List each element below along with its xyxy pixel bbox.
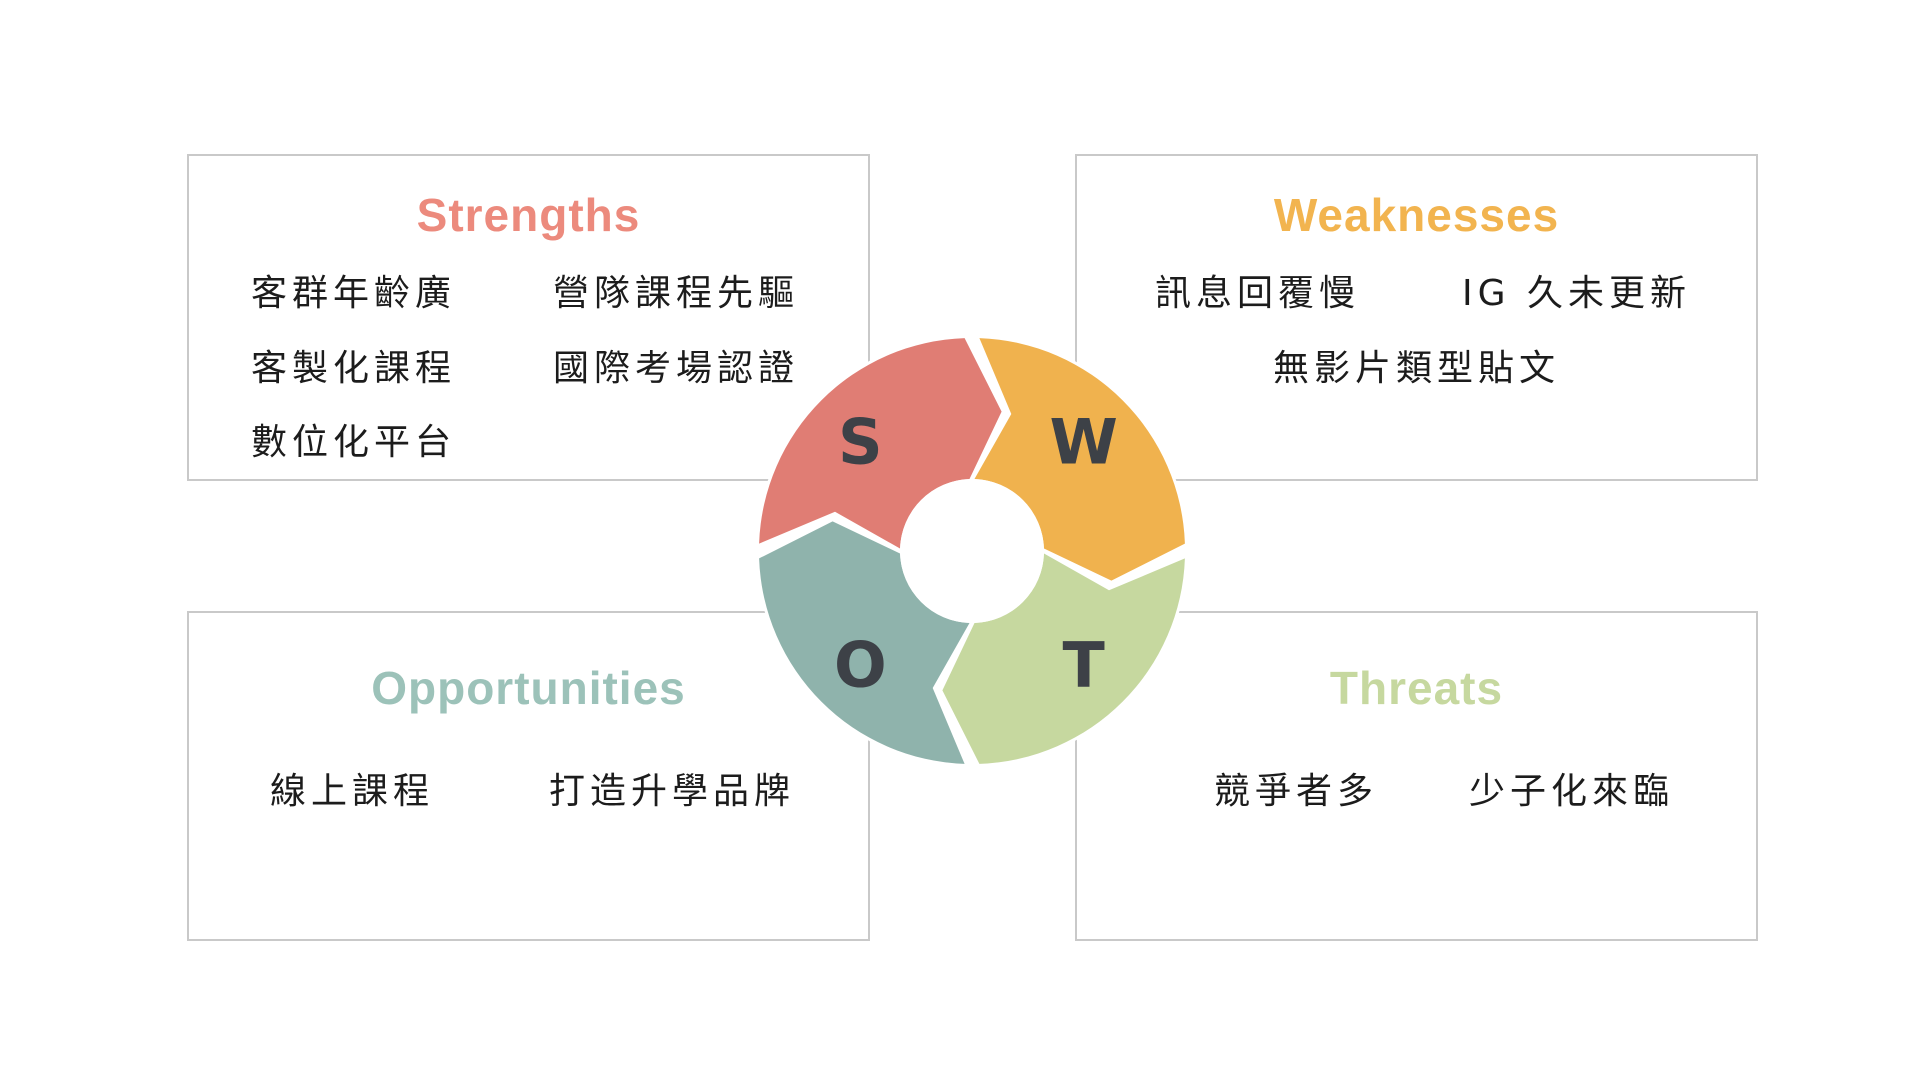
strengths-item: 營隊課程先驅 [553, 273, 800, 314]
weaknesses-item: IG 久未更新 [1462, 273, 1691, 314]
strengths-title: Strengths [416, 189, 641, 241]
weaknesses-quadrant-box: Weaknesses 訊息回覆慢 IG 久未更新 無影片類型貼文 [1075, 154, 1758, 481]
threats-item: 少子化來臨 [1469, 771, 1675, 812]
wheel-center-hole [900, 479, 1044, 623]
strengths-item: 數位化平台 [251, 422, 457, 463]
swot-wheel: S W T O [756, 335, 1188, 767]
weaknesses-segment-icon [974, 338, 1185, 581]
letter-o: O [834, 629, 887, 702]
strengths-segment-icon [759, 338, 1002, 549]
letter-w: W [1050, 405, 1118, 478]
opportunities-title: Opportunities [371, 662, 686, 714]
threats-segment-icon [942, 553, 1185, 764]
opportunities-item: 打造升學品牌 [549, 771, 796, 812]
threats-quadrant-box: Threats 競爭者多 少子化來臨 [1075, 611, 1758, 941]
letter-s: S [838, 405, 883, 478]
opportunities-quadrant-box: Opportunities 線上課程 打造升學品牌 [187, 611, 870, 941]
threats-title: Threats [1329, 662, 1504, 714]
strengths-quadrant-box: Strengths 客群年齡廣 營隊課程先驅 客製化課程 國際考場認證 數位化平… [187, 154, 870, 481]
weaknesses-title: Weaknesses [1273, 189, 1560, 241]
opportunities-item: 線上課程 [270, 771, 435, 812]
opportunities-segment-icon [759, 521, 970, 764]
strengths-item: 客群年齡廣 [251, 273, 457, 314]
weaknesses-item: 訊息回覆慢 [1155, 273, 1361, 314]
strengths-item: 國際考場認證 [553, 348, 800, 389]
weaknesses-item: 無影片類型貼文 [1272, 348, 1560, 389]
letter-t: T [1063, 629, 1105, 702]
threats-item: 競爭者多 [1214, 771, 1379, 812]
strengths-item: 客製化課程 [251, 348, 457, 389]
